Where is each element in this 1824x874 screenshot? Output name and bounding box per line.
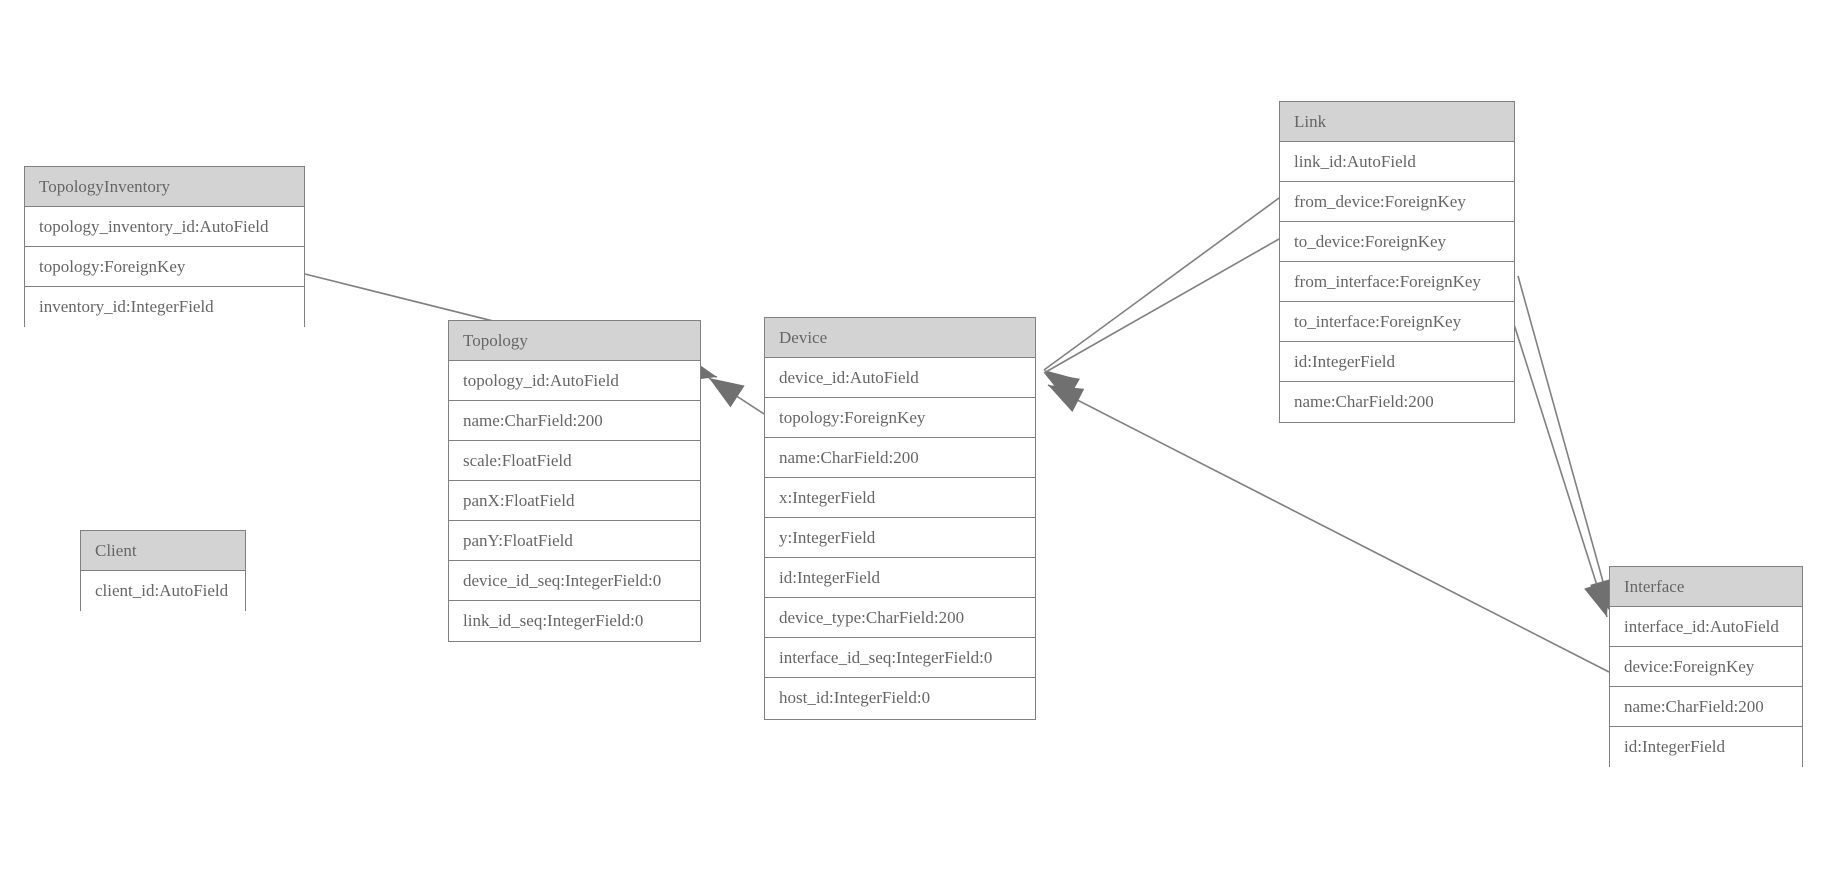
- entity-field-row: link_id:AutoField: [1280, 142, 1514, 182]
- entity-field-row: topology_inventory_id:AutoField: [25, 207, 304, 247]
- entity-field-row: panY:FloatField: [449, 521, 700, 561]
- entity-field-row: device_id_seq:IntegerField:0: [449, 561, 700, 601]
- entity-field-row: from_interface:ForeignKey: [1280, 262, 1514, 302]
- entity-field-row: id:IntegerField: [765, 558, 1035, 598]
- entity-field-row: device_id:AutoField: [765, 358, 1035, 398]
- entity-field-row: interface_id_seq:IntegerField:0: [765, 638, 1035, 678]
- entity-title-link: Link: [1280, 102, 1514, 142]
- entity-title-client: Client: [81, 531, 245, 571]
- entity-field-row: device_type:CharField:200: [765, 598, 1035, 638]
- entity-field-row: to_interface:ForeignKey: [1280, 302, 1514, 342]
- relationship-arrowhead-icon: [1044, 370, 1080, 401]
- entity-field-row: name:CharField:200: [1280, 382, 1514, 422]
- entity-field-row: scale:FloatField: [449, 441, 700, 481]
- relationship-arrowhead-icon: [1044, 373, 1080, 402]
- relationship-line: [1043, 238, 1280, 374]
- entity-field-row: inventory_id:IntegerField: [25, 287, 304, 327]
- relationship-line: [1511, 317, 1608, 618]
- entity-field-row: interface_id:AutoField: [1610, 607, 1802, 647]
- relationship-arrowhead-icon: [1048, 385, 1085, 413]
- relationship-line: [708, 377, 765, 415]
- entity-field-row: y:IntegerField: [765, 518, 1035, 558]
- entity-field-row: device:ForeignKey: [1610, 647, 1802, 687]
- entity-field-row: topology_id:AutoField: [449, 361, 700, 401]
- relationship-rel-link-tointerface-interface: [1511, 317, 1609, 618]
- entity-field-row: id:IntegerField: [1280, 342, 1514, 382]
- entity-field-row: topology:ForeignKey: [765, 398, 1035, 438]
- entity-field-row: host_id:IntegerField:0: [765, 678, 1035, 718]
- entity-field-row: id:IntegerField: [1610, 727, 1802, 767]
- entity-field-row: client_id:AutoField: [81, 571, 245, 611]
- relationship-line: [1047, 384, 1610, 673]
- entity-title-topology_inventory: TopologyInventory: [25, 167, 304, 207]
- entity-field-row: name:CharField:200: [449, 401, 700, 441]
- entity-field-row: topology:ForeignKey: [25, 247, 304, 287]
- entity-title-device: Device: [765, 318, 1035, 358]
- relationship-line: [1043, 197, 1280, 371]
- entity-field-row: panX:FloatField: [449, 481, 700, 521]
- entity-field-row: from_device:ForeignKey: [1280, 182, 1514, 222]
- relationship-line: [1517, 275, 1613, 615]
- entity-field-row: link_id_seq:IntegerField:0: [449, 601, 700, 641]
- entity-field-row: to_device:ForeignKey: [1280, 222, 1514, 262]
- entity-field-row: name:CharField:200: [1610, 687, 1802, 727]
- entity-title-topology: Topology: [449, 321, 700, 361]
- entity-title-interface: Interface: [1610, 567, 1802, 607]
- relationship-arrowhead-icon: [709, 378, 745, 408]
- relationship-rel-link-fromdevice-device: [1043, 197, 1280, 401]
- relationship-rel-device-topology: [708, 377, 765, 415]
- entity-field-row: x:IntegerField: [765, 478, 1035, 518]
- relationship-rel-link-todevice-device: [1043, 238, 1280, 402]
- entity-field-row: name:CharField:200: [765, 438, 1035, 478]
